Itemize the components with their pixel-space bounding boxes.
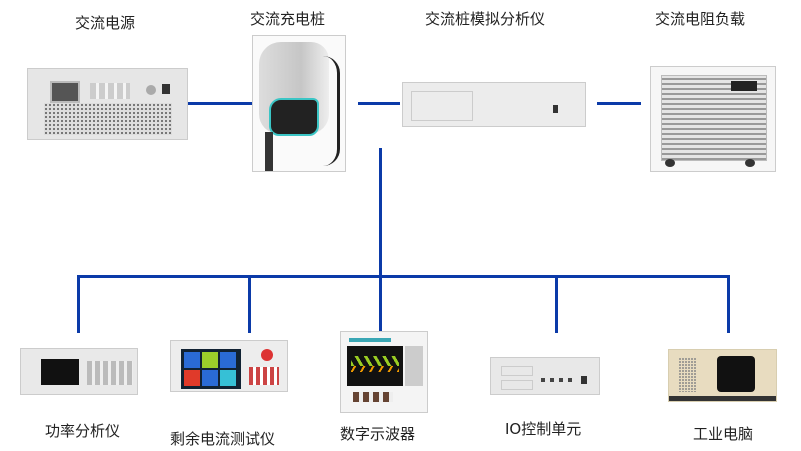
power-analyzer-image [20, 348, 138, 395]
io-control-unit-image [490, 357, 600, 395]
drop-line [555, 275, 558, 333]
ac-power-source-image [27, 68, 188, 140]
label-ac-charger: 交流充电桩 [250, 10, 326, 28]
label-ac-power-source: 交流电源 [75, 14, 136, 32]
industrial-pc-image [668, 349, 777, 402]
drop-line [248, 275, 251, 333]
label-ac-pile-analyzer: 交流桩模拟分析仪 [425, 10, 546, 28]
connector-line [188, 102, 252, 105]
connector-line [597, 102, 641, 105]
ac-pile-analyzer-image [402, 82, 586, 127]
bus-trunk-line [379, 148, 382, 277]
label-oscilloscope: 数字示波器 [340, 425, 416, 443]
residual-current-tester-image [170, 340, 288, 392]
connector-line [358, 102, 400, 105]
ac-charger-image [252, 35, 346, 172]
bus-line [77, 275, 730, 278]
label-industrial-pc: 工业电脑 [693, 425, 754, 443]
drop-line [77, 275, 80, 333]
label-io-control-unit: IO控制单元 [505, 420, 582, 438]
drop-line [379, 275, 382, 332]
ac-resistive-load-image [650, 66, 776, 172]
label-power-analyzer: 功率分析仪 [45, 422, 121, 440]
oscilloscope-image [340, 331, 428, 413]
label-residual-current-tester: 剩余电流测试仪 [170, 430, 276, 448]
label-ac-resistive-load: 交流电阻负载 [655, 10, 746, 28]
drop-line [727, 275, 730, 333]
